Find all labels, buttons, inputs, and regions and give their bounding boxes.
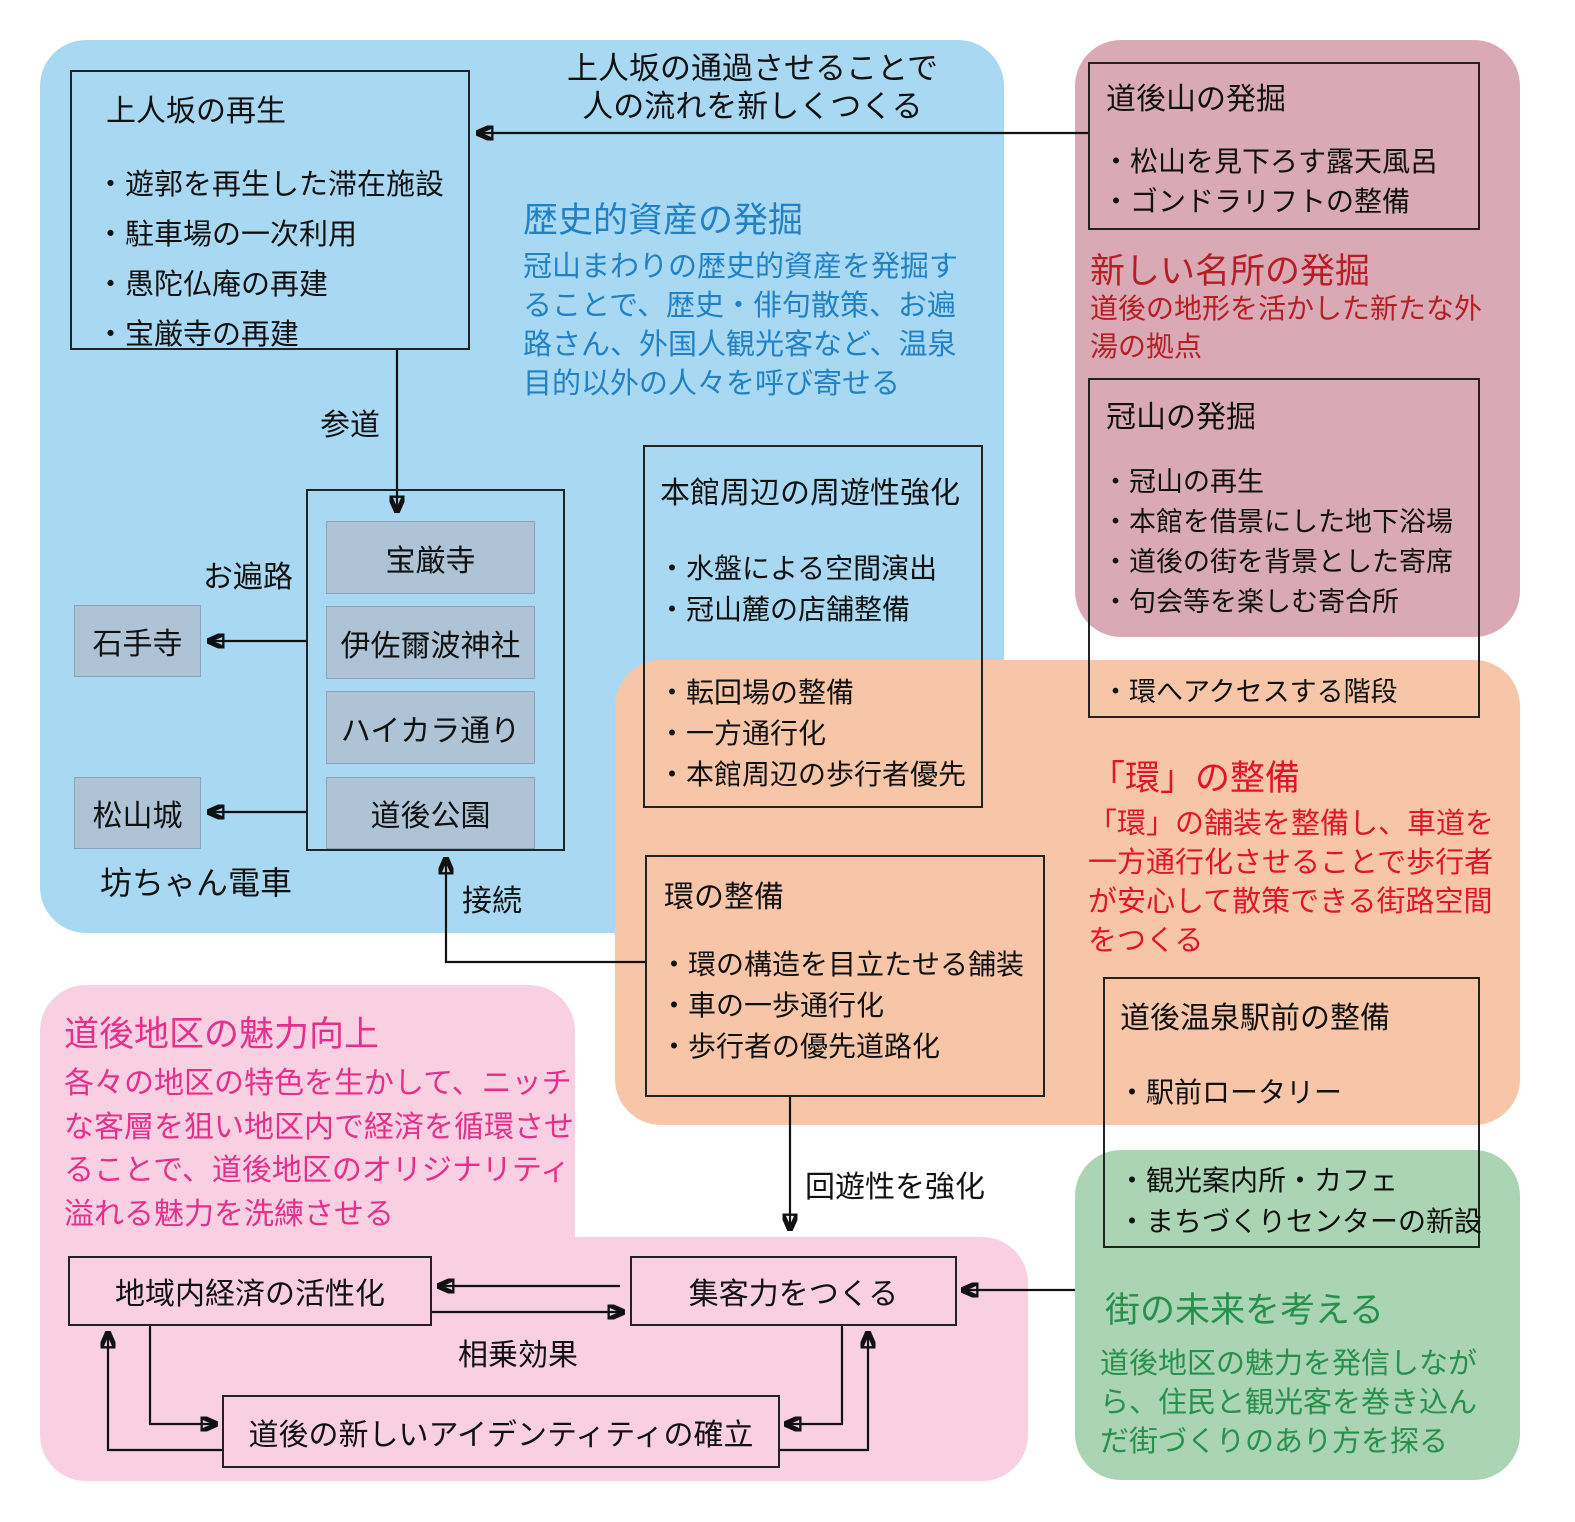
- panel-ring-improvement: [615, 660, 1520, 1125]
- spots-container-box: [306, 489, 565, 851]
- bullet-item: ・松山を見下ろす露天風呂: [1102, 146, 1439, 177]
- shoninzaka-box: [70, 70, 470, 350]
- historic-assets-title: 歴史的資産の発掘: [523, 201, 804, 240]
- bullet-item: ・一方通行化: [658, 718, 827, 749]
- bullet-item: ・歩行者の優先道路化: [660, 1031, 941, 1062]
- dogoyama-box: [1088, 62, 1480, 230]
- bullet-item: ・環の構造を目立たせる舗装: [660, 949, 1025, 980]
- ekimae-box: [1103, 977, 1480, 1248]
- bullet-item: ・まちづくりセンターの新設: [1118, 1206, 1483, 1237]
- honkan-bullets-top: ・水盤による空間演出 ・冠山麓の店舗整備: [658, 548, 937, 630]
- sando-label: 参道: [320, 409, 380, 442]
- top-flow-line2: 人の流れを新しくつくる: [582, 89, 923, 124]
- bullet-item: ・本館周辺の歩行者優先: [658, 759, 967, 790]
- bullet-item: ・転回場の整備: [658, 677, 855, 708]
- ekimae-title: 道後温泉駅前の整備: [1120, 1002, 1390, 1035]
- node-matsuyamajo: 松山城: [74, 777, 201, 849]
- bullet-item: ・宝厳寺の再建: [96, 319, 300, 351]
- honkan-bullets-bottom: ・転回場の整備 ・一方通行化 ・本館周辺の歩行者優先: [658, 672, 966, 795]
- bullet-item: ・冠山麓の店舗整備: [658, 594, 911, 625]
- kan-seibi-title: 環の整備: [664, 881, 784, 914]
- node-haikara: ハイカラ通り: [326, 691, 535, 764]
- bullet-item: ・句会等を楽しむ寄合所: [1102, 587, 1399, 617]
- town-future-desc: 道後地区の魅力を発信しながら、住民と観光客を巻き込んだ街づくりのあり方を探る: [1100, 1348, 1478, 1458]
- bullet-item: ・観光案内所・カフェ: [1118, 1165, 1399, 1196]
- top-flow-label: 上人坂の通過させることで 人の流れを新しくつくる: [545, 50, 960, 126]
- botchan-label: 坊ちゃん電車: [100, 865, 293, 901]
- attractiveness-title: 道後地区の魅力向上: [64, 1015, 380, 1054]
- bullet-item: ・ゴンドラリフトの整備: [1102, 186, 1411, 217]
- kan-seibi-box: [645, 855, 1045, 1097]
- panel-town-future: [1075, 1150, 1520, 1480]
- historic-assets-desc: 冠山まわりの歴史的資産を発掘することで、歴史・俳句散策、お遍路さん、外国人観光客…: [523, 251, 959, 400]
- kan-desc: 「環」の舗装を整備し、車道を一方通行化させることで歩行者が安心して散策できる街路…: [1088, 808, 1495, 957]
- kanmuriyama-box: [1088, 378, 1480, 718]
- kanmuriyama-title: 冠山の発掘: [1106, 401, 1256, 434]
- ekimae-bullet-top: ・駅前ロータリー: [1118, 1077, 1343, 1108]
- ekimae-bullets-green: ・観光案内所・カフェ ・まちづくりセンターの新設: [1118, 1160, 1482, 1242]
- keizai-box: 地域内経済の活性化: [68, 1256, 432, 1326]
- setsuzoku-label: 接続: [462, 885, 522, 918]
- bullet-item: ・駐車場の一次利用: [96, 219, 358, 251]
- kanmuriyama-bullets: ・冠山の再生 ・本館を借景にした地下浴場 ・道後の街を背景とした寄席 ・句会等を…: [1102, 462, 1453, 622]
- sojo-label: 相乗効果: [458, 1339, 578, 1372]
- new-landmarks-desc: 道後の地形を活かした新たな外湯の拠点: [1090, 293, 1483, 362]
- new-landmarks-title: 新しい名所の発掘: [1090, 252, 1371, 291]
- identity-box: 道後の新しいアイデンティティの確立: [222, 1395, 780, 1468]
- node-ishiteji: 石手寺: [74, 605, 201, 677]
- bullet-item: ・水盤による空間演出: [658, 553, 938, 584]
- panel-new-landmarks: [1075, 40, 1520, 637]
- shukyaku-box: 集客力をつくる: [630, 1256, 957, 1326]
- bullet-item: ・車の一歩通行化: [660, 990, 885, 1021]
- dogoyama-title: 道後山の発掘: [1106, 83, 1286, 116]
- top-flow-line1: 上人坂の通過させることで: [566, 51, 939, 86]
- shoninzaka-bullets: ・遊郭を再生した滞在施設 ・駐車場の一次利用 ・愚陀仏庵の再建 ・宝厳寺の再建: [96, 160, 444, 360]
- bullet-item: ・道後の街を背景とした寄席: [1102, 547, 1453, 577]
- kan-title: 「環」の整備: [1090, 759, 1301, 798]
- node-dogo-park: 道後公園: [326, 777, 535, 849]
- town-future-title: 街の未来を考える: [1105, 1291, 1384, 1330]
- bullet-item: ・冠山の再生: [1102, 467, 1264, 497]
- attractiveness-desc: 各々の地区の特色を生かして、ニッチな客層を狙い地区内で経済を循環させることで、道…: [64, 1067, 574, 1231]
- node-isaniwa: 伊佐爾波神社: [326, 606, 535, 679]
- bullet-item: ・遊郭を再生した滞在施設: [96, 169, 445, 201]
- kan-seibi-bullets: ・環の構造を目立たせる舗装 ・車の一歩通行化 ・歩行者の優先道路化: [660, 944, 1024, 1067]
- bullet-item: ・愚陀仏庵の再建: [96, 269, 329, 301]
- honkan-box: [643, 445, 983, 808]
- bullet-item: ・本館を借景にした地下浴場: [1102, 507, 1453, 537]
- shoninzaka-title: 上人坂の再生: [106, 95, 286, 128]
- node-hogonji: 宝厳寺: [326, 521, 535, 594]
- kanmuriyama-last-bullet: ・環へアクセスする階段: [1102, 677, 1398, 707]
- dogoyama-bullets: ・松山を見下ろす露天風呂 ・ゴンドラリフトの整備: [1102, 142, 1438, 222]
- honkan-title: 本館周辺の周遊性強化: [660, 477, 960, 510]
- kaiyu-label: 回遊性を強化: [805, 1171, 985, 1204]
- ohenro-label: お遍路: [203, 561, 293, 594]
